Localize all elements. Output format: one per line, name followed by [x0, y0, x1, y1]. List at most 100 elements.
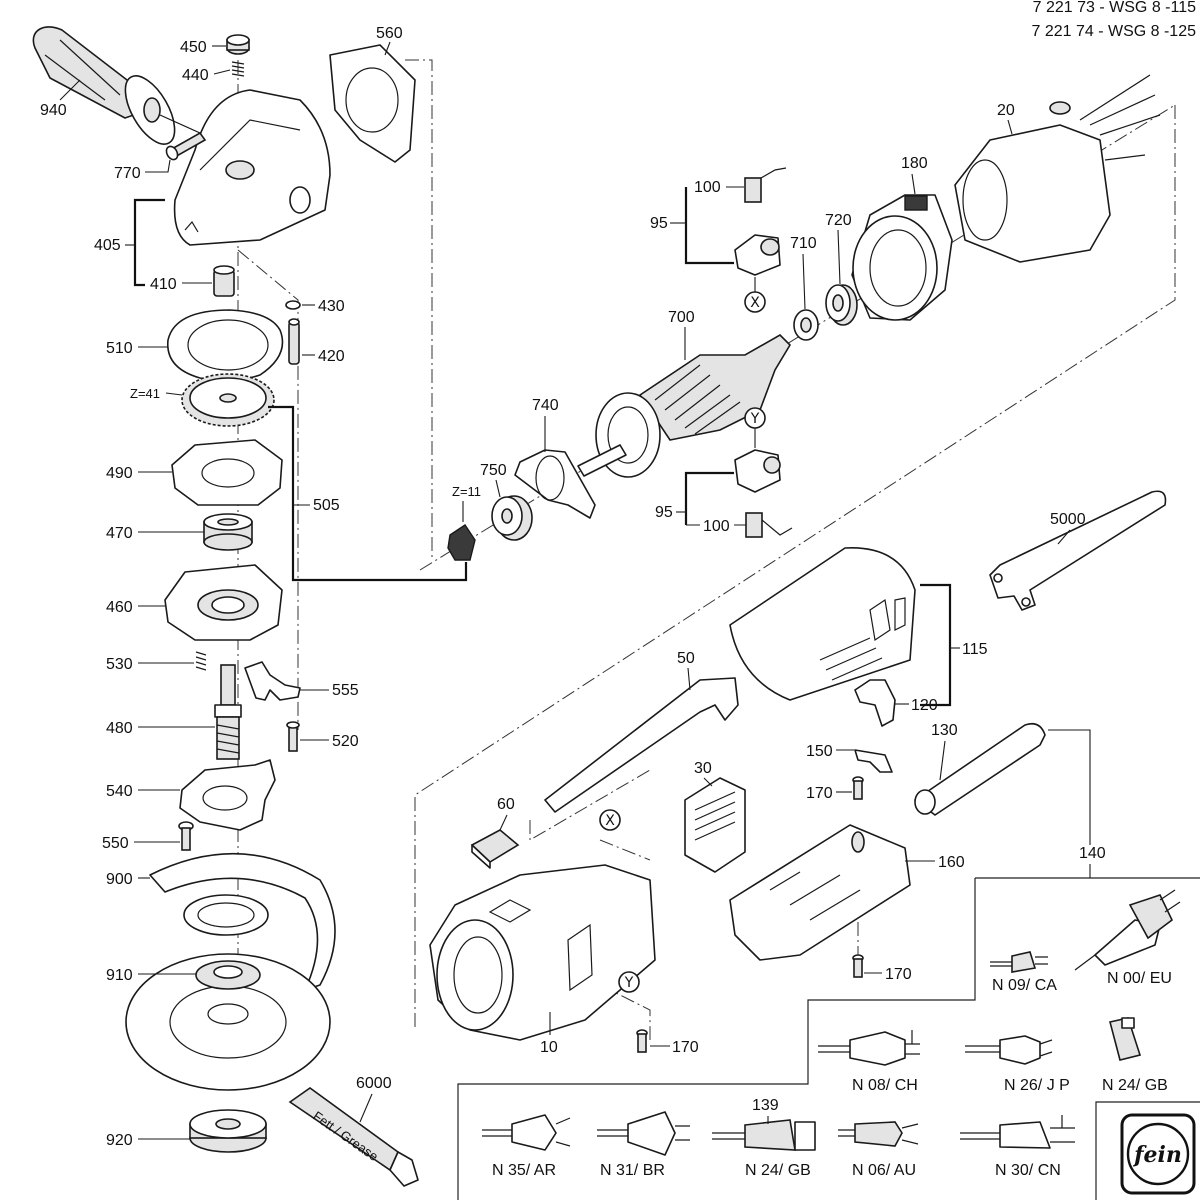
motor-cover-115 [729, 547, 916, 701]
screw-170-b [852, 954, 864, 978]
callout-550: 550 [102, 835, 129, 852]
screw-170-a [852, 776, 864, 800]
callout-120: 120 [911, 697, 938, 714]
crown-gear [181, 373, 275, 427]
side-handle [32, 26, 201, 145]
marker-y-bottom [618, 971, 640, 993]
spring-530 [195, 651, 207, 671]
callout-139: 139 [752, 1097, 779, 1114]
pin-420 [288, 318, 300, 365]
callout-60: 60 [497, 796, 515, 813]
callout-6000: 6000 [356, 1075, 392, 1092]
callout-470: 470 [106, 525, 133, 542]
plug-label-n30-cn: N 30/ CN [995, 1162, 1061, 1179]
marker-x-top-label: X [750, 295, 760, 311]
callout-115: 115 [962, 641, 988, 658]
callout-420: 420 [318, 348, 345, 365]
strain-relief-130 [914, 722, 1046, 816]
callout-450: 450 [180, 39, 207, 56]
callout-430: 430 [318, 298, 345, 315]
callout-720: 720 [825, 212, 852, 229]
callout-440: 440 [182, 67, 209, 84]
retaining-plate-490 [171, 439, 283, 506]
callout-20: 20 [997, 102, 1015, 119]
callout-490: 490 [106, 465, 133, 482]
handle-shell-160 [729, 824, 911, 961]
callout-10: 10 [540, 1039, 558, 1056]
screw-770 [165, 131, 207, 161]
washer-710 [793, 309, 819, 341]
callout-95-top: 95 [650, 215, 668, 232]
plug-gb-lower [712, 1119, 816, 1151]
ball-bearing-470 [203, 513, 253, 551]
callout-900: 900 [106, 871, 133, 888]
grinding-disc-910 [125, 953, 331, 1091]
cable-clip-150 [854, 749, 893, 773]
plug-variants-frame [457, 877, 1200, 1200]
marker-y-bottom-label: Y [624, 975, 634, 991]
callout-50: 50 [677, 650, 695, 667]
screw-520 [286, 721, 300, 752]
callout-555: 555 [332, 682, 359, 699]
callout-520: 520 [332, 733, 359, 750]
callout-30: 30 [694, 760, 712, 777]
callout-510: 510 [106, 340, 133, 357]
fein-logo-text: fein [1132, 1142, 1182, 1168]
plug-label-n06-au: N 06/ AU [852, 1162, 916, 1179]
callout-405: 405 [94, 237, 121, 254]
motor-housing-10 [429, 864, 656, 1041]
callout-910: 910 [106, 967, 133, 984]
callout-920: 920 [106, 1132, 133, 1149]
grease-tube-6000: Fett / Grease [288, 1087, 419, 1187]
ring-430 [285, 300, 301, 310]
air-guide-ring-180 [851, 194, 953, 321]
plug-gb-upper [1109, 1017, 1142, 1061]
ball-bearing-750 [491, 495, 533, 541]
plug-label-n08-ch: N 08/ CH [852, 1077, 918, 1094]
plug-ch [818, 1030, 920, 1066]
plug-cn [960, 1115, 1075, 1149]
callout-5000: 5000 [1050, 511, 1086, 528]
callout-170-c: 170 [672, 1039, 699, 1056]
callout-140: 140 [1079, 845, 1106, 862]
callout-z41: Z=41 [130, 386, 160, 401]
callout-180: 180 [901, 155, 928, 172]
plug-label-n31-br: N 31/ BR [600, 1162, 665, 1179]
callout-100-bottom: 100 [703, 518, 730, 535]
callout-505: 505 [313, 497, 340, 514]
callout-130: 130 [931, 722, 958, 739]
fan-baffle-740 [514, 449, 596, 519]
callout-150: 150 [806, 743, 833, 760]
ball-bearing-720 [825, 284, 858, 326]
model-line-1: 7 221 73 - WSG 8 -115 [1033, 0, 1196, 16]
plug-label-n26-jp: N 26/ J P [1004, 1077, 1070, 1094]
switch-lever-120 [854, 679, 896, 727]
model-line-2: 7 221 74 - WSG 8 -125 [1031, 23, 1196, 40]
screw-550 [178, 821, 194, 851]
brush-holder-top [734, 167, 787, 276]
marker-x-bottom [599, 809, 621, 831]
plug-label-n35-ar: N 35/ AR [492, 1162, 556, 1179]
pinion-gear [447, 524, 476, 561]
switch-rod-50 [544, 677, 739, 813]
bush-410 [213, 265, 235, 297]
callout-100-top: 100 [694, 179, 721, 196]
callout-770: 770 [114, 165, 141, 182]
plug-eu [1074, 889, 1181, 971]
clamping-nut-920 [189, 1109, 267, 1153]
gear-housing [173, 89, 331, 246]
stator-20 [954, 74, 1161, 263]
spindle-cap-and-spring [226, 34, 250, 77]
callout-560: 560 [376, 25, 403, 42]
plug-au [838, 1121, 919, 1147]
plug-label-n24-gb-lower: N 24/ GB [745, 1162, 811, 1179]
callout-95-bottom: 95 [655, 504, 673, 521]
callout-170-b: 170 [885, 966, 912, 983]
callout-710: 710 [790, 235, 817, 252]
callout-460: 460 [106, 599, 133, 616]
switch-30 [684, 777, 746, 873]
brush-holder-bottom [734, 449, 793, 538]
callout-480: 480 [106, 720, 133, 737]
